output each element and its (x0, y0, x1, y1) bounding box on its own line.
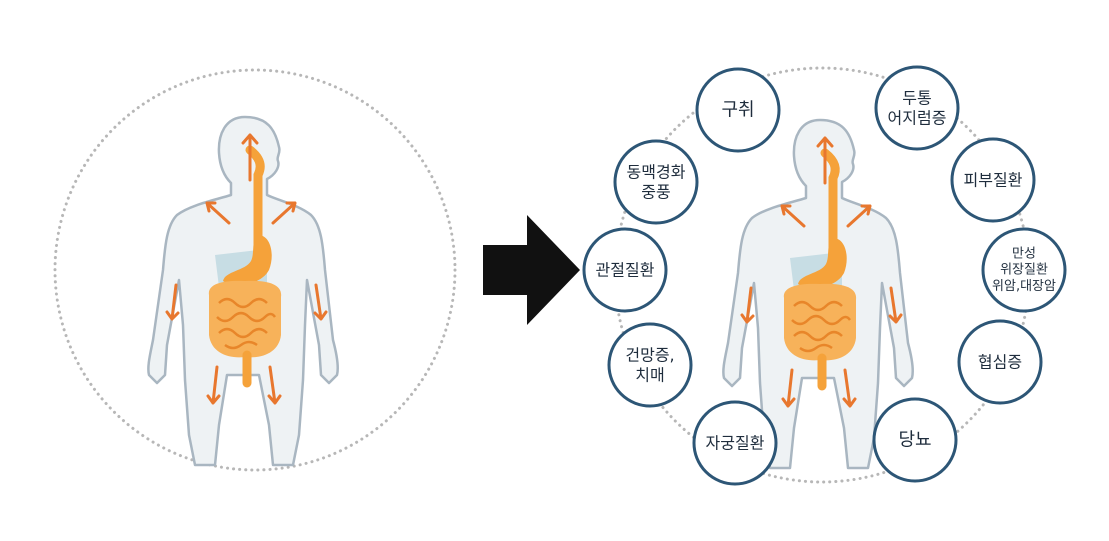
disease-node: 구취 (695, 67, 781, 153)
disease-node: 피부질환 (950, 137, 1036, 223)
disease-node-label: 중풍 (641, 183, 670, 202)
disease-node-circle (981, 227, 1067, 313)
disease-node-circle (874, 65, 960, 151)
disease-node-label: 건망증, (625, 346, 674, 365)
disease-node-label: 협심증 (978, 353, 1022, 372)
disease-node-circle (613, 139, 699, 225)
left-body-figure (148, 117, 337, 465)
disease-node-circle (607, 322, 693, 408)
disease-node-circle (950, 137, 1036, 223)
disease-node-circle (872, 397, 958, 483)
disease-node: 자궁질환 (692, 400, 778, 486)
left-dotted-ring (53, 68, 457, 472)
disease-node-label: 어지럼증 (888, 109, 947, 128)
disease-node-label: 피부질환 (964, 171, 1023, 190)
disease-node-label: 자궁질환 (706, 434, 765, 453)
disease-node: 당뇨 (872, 397, 958, 483)
disease-node-circle (695, 67, 781, 153)
disease-node-label: 당뇨 (898, 430, 931, 451)
disease-node-circle (692, 400, 778, 486)
disease-node-circle (582, 227, 668, 313)
disease-node-label: 구취 (721, 100, 754, 121)
disease-node-label: 관절질환 (596, 261, 655, 280)
disease-node-label: 만성 (1012, 246, 1036, 261)
disease-node-label: 두통 (902, 89, 931, 108)
disease-node: 협심증 (957, 319, 1043, 405)
disease-node-label: 위장질환 (1000, 263, 1048, 278)
right-arrow-icon (483, 215, 580, 325)
disease-node-label: 치매 (635, 366, 664, 385)
disease-node-label: 위암,대장암 (992, 279, 1056, 294)
disease-node-label: 동맥경화 (627, 163, 686, 182)
disease-node: 관절질환 (582, 227, 668, 313)
disease-node: 건망증,치매 (607, 322, 693, 408)
disease-node-circle (957, 319, 1043, 405)
